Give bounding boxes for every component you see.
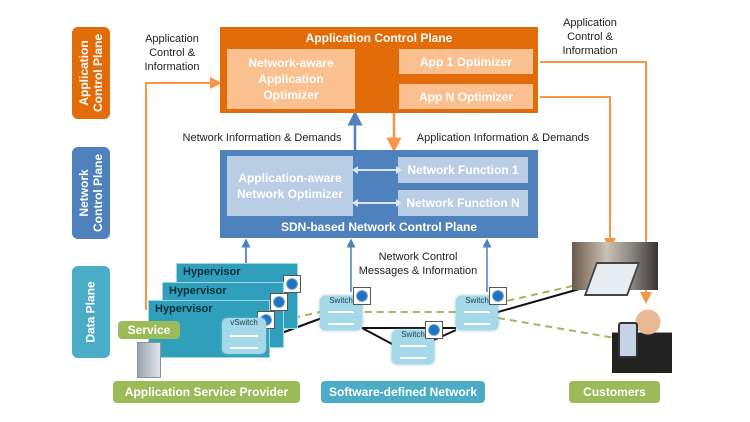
vswitch: vSwitch: [222, 318, 266, 354]
caption-application-service-provider: Application Service Provider: [113, 381, 300, 403]
openflow-icon: [283, 275, 301, 293]
vswitch-label: vSwitch: [230, 318, 258, 327]
side-label-data-plane: Data Plane: [72, 266, 110, 358]
mobile-phone-icon: [618, 322, 638, 358]
network-function-n: Network Function N: [398, 190, 528, 216]
switch-label: Switch: [401, 330, 425, 339]
app-aware-network-optimizer: Application-aware Network Optimizer: [227, 156, 353, 216]
openflow-icon: [270, 293, 288, 311]
network-control-plane: Application-aware Network Optimizer Netw…: [220, 150, 538, 238]
caption-software-defined-network: Software-defined Network: [321, 381, 485, 403]
annotation-app-control-left: Application Control & Information: [144, 33, 200, 73]
annotation-app-info: Application Information & Demands: [416, 132, 590, 144]
caption-customers: Customers: [569, 381, 660, 403]
openflow-icon: [353, 287, 371, 305]
app-n-optimizer: App N Optimizer: [399, 84, 533, 109]
server-icon: [137, 342, 161, 378]
app-control-plane: Application Control Plane Network-aware …: [220, 27, 538, 113]
annotation-network-control-messages: Network Control Messages & Information: [358, 251, 478, 277]
side-label-app-control-plane: Application Control Plane: [72, 27, 110, 119]
switch-label: Switch: [329, 296, 353, 305]
service-label: Service: [118, 321, 180, 339]
network-aware-app-optimizer: Network-aware Application Optimizer: [227, 49, 355, 109]
annotation-network-info: Network Information & Demands: [182, 132, 342, 144]
app-control-line-right-1: [540, 61, 652, 304]
app-1-optimizer: App 1 Optimizer: [399, 49, 533, 74]
side-label-network-control-plane: Network Control Plane: [72, 147, 110, 239]
switch-1: Switch: [320, 296, 362, 330]
openflow-icon: [489, 287, 507, 305]
network-function-1: Network Function 1: [398, 157, 528, 183]
switch-label: Switch: [465, 296, 489, 305]
app-control-line-left: [145, 77, 222, 310]
network-control-plane-title: SDN-based Network Control Plane: [280, 220, 478, 234]
app-control-plane-title: Application Control Plane: [305, 31, 453, 45]
openflow-icon: [425, 321, 443, 339]
annotation-app-control-right: Application Control & Information: [562, 17, 618, 57]
network-plane-arrows: [352, 166, 402, 207]
app-control-line-right-2: [540, 96, 616, 250]
